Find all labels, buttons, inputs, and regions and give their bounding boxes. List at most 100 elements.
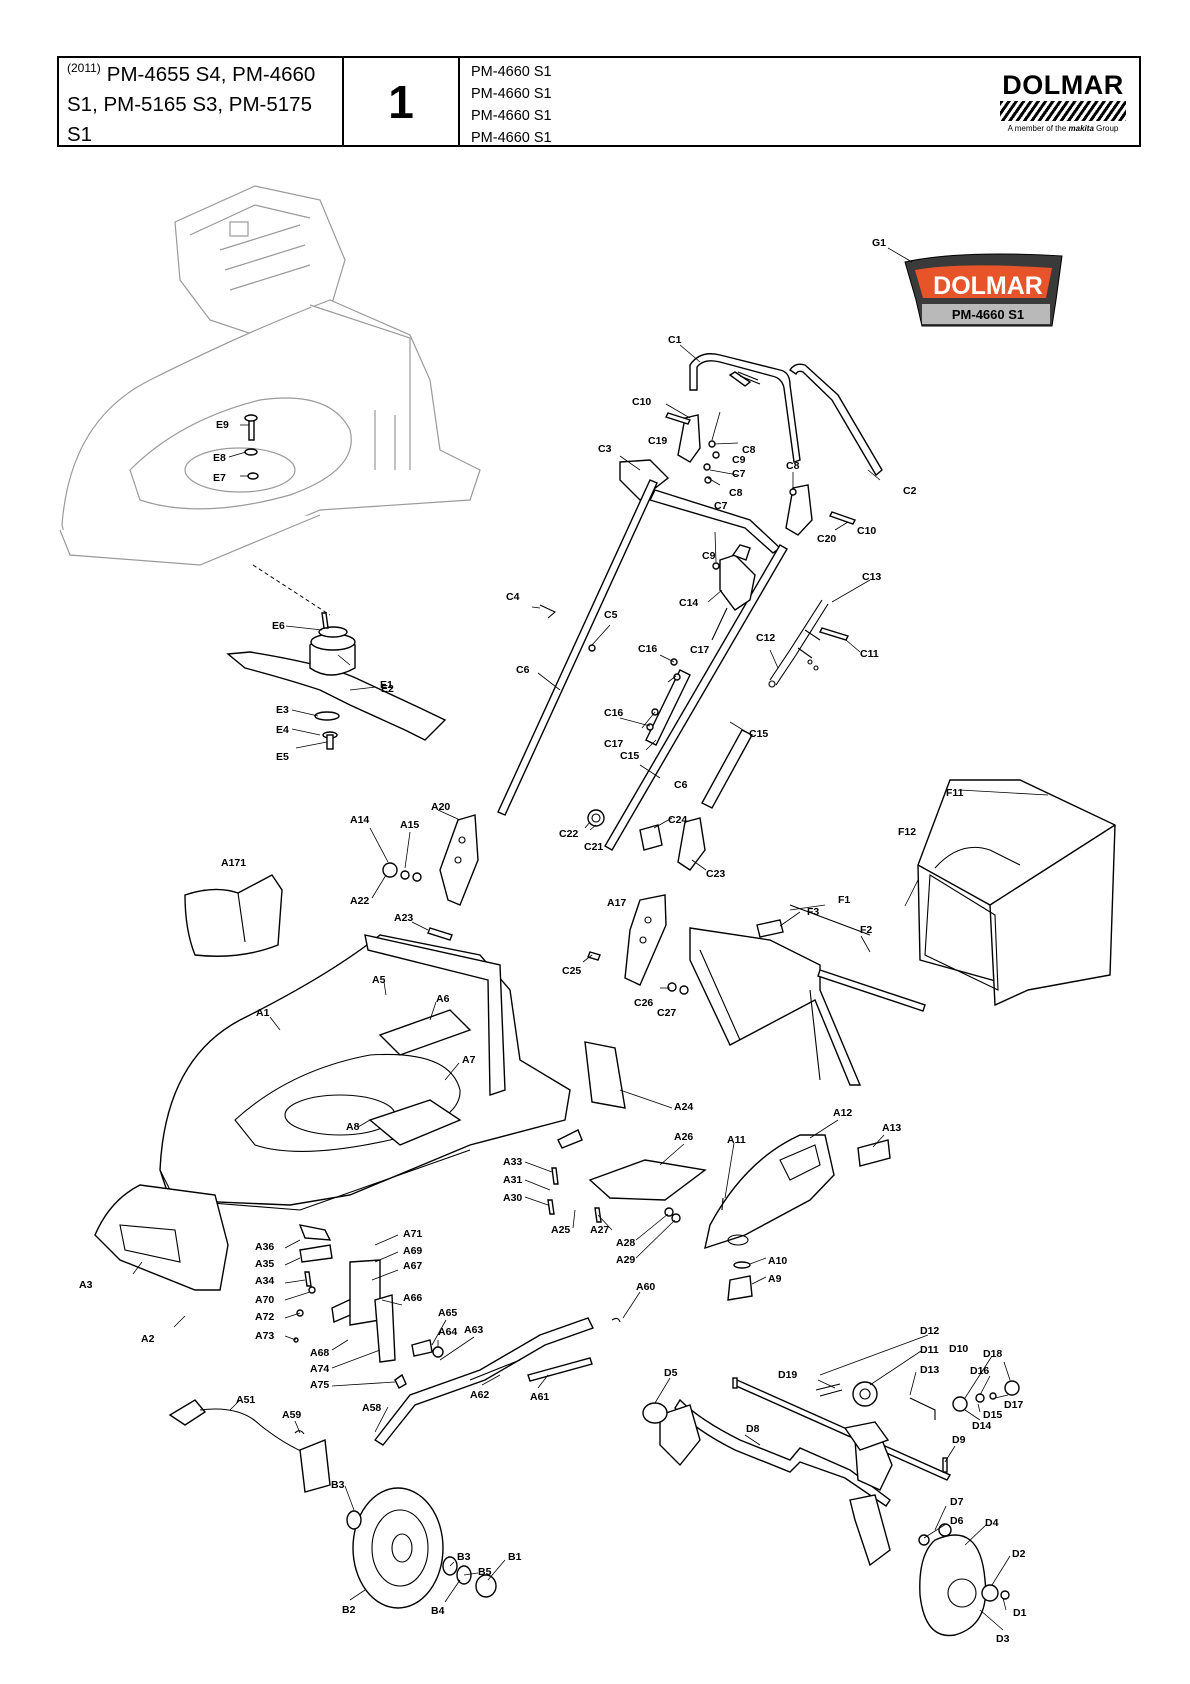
label-C3: C3 (598, 443, 612, 455)
label-E6: E6 (272, 620, 285, 632)
label-A9: A9 (768, 1273, 782, 1285)
label-A70: A70 (255, 1294, 274, 1306)
label-D14: D14 (972, 1420, 991, 1432)
deck-ghost (59, 299, 481, 566)
label-A7: A7 (462, 1054, 476, 1066)
clip-f3 (756, 919, 784, 938)
label-C7: C7 (732, 468, 746, 480)
label-C7b: C7 (714, 500, 728, 512)
handle-tubes (497, 479, 788, 851)
label-C16: C16 (638, 643, 657, 655)
cover-a171 (184, 874, 283, 957)
label-A72: A72 (255, 1311, 274, 1323)
label-C21: C21 (584, 841, 603, 853)
label-C10b: C10 (857, 525, 876, 537)
blade-assembly (226, 612, 447, 750)
brand-logo: DOLMAR A member of the makita Group (993, 58, 1139, 145)
label-C1: C1 (668, 334, 682, 346)
label-A24: A24 (674, 1101, 693, 1113)
label-C6: C6 (516, 664, 530, 676)
label-C26: C26 (634, 997, 653, 1009)
label-C10: C10 (632, 396, 651, 408)
label-A31: A31 (503, 1174, 522, 1186)
label-A10: A10 (768, 1255, 787, 1267)
variant-item: PM-4660 S1 (471, 108, 552, 124)
label-E8: E8 (213, 452, 226, 464)
label-D8: D8 (746, 1423, 760, 1435)
label-A25: A25 (551, 1224, 570, 1236)
label-A58: A58 (362, 1402, 381, 1414)
label-D18: D18 (983, 1348, 1002, 1360)
brand-stripes-icon (1000, 100, 1126, 121)
label-G1: G1 (872, 237, 886, 249)
label-E1: E1 (380, 679, 393, 691)
year-label: (2011) (67, 61, 101, 75)
label-A22: A22 (350, 895, 369, 907)
label-A75: A75 (310, 1379, 329, 1391)
label-A60: A60 (636, 1281, 655, 1293)
models-text: (2011)PM-4655 S4, PM-4660 S1, PM-5165 S3… (67, 53, 342, 150)
label-C2: C2 (903, 485, 917, 497)
label-D9: D9 (952, 1434, 966, 1446)
label-B3: B3 (331, 1479, 345, 1491)
label-C22: C22 (559, 828, 578, 840)
label-A66: A66 (403, 1292, 422, 1304)
label-A6: A6 (436, 993, 450, 1005)
variant-list: PM-4660 S1 PM-4660 S1 PM-4660 S1 PM-4660… (460, 58, 993, 146)
variant-item: PM-4660 S1 (471, 86, 552, 102)
label-A63: A63 (464, 1324, 483, 1336)
clamps (677, 414, 813, 536)
label-E5: E5 (276, 751, 289, 763)
label-B5: B5 (478, 1566, 492, 1578)
label-A51: A51 (236, 1394, 255, 1406)
label-A33: A33 (503, 1156, 522, 1168)
label-D4: D4 (985, 1517, 999, 1529)
label-E3: E3 (276, 704, 289, 716)
label-B3b: B3 (457, 1551, 471, 1563)
brand-tagline: A member of the makita Group (1007, 123, 1119, 133)
models-cell: (2011)PM-4655 S4, PM-4660 S1, PM-5165 S3… (59, 58, 344, 146)
handle-fasteners (539, 412, 856, 731)
label-C24: C24 (668, 814, 687, 826)
label-C13: C13 (862, 571, 881, 583)
height-bar-a62 (373, 1317, 621, 1446)
label-C8: C8 (742, 444, 756, 456)
label-C17: C17 (690, 644, 709, 656)
bracket-a20 (439, 814, 479, 906)
bracket-a17 (624, 894, 667, 986)
rear-guard-a12 (704, 1134, 835, 1250)
label-D15: D15 (983, 1409, 1002, 1421)
label-A29: A29 (616, 1254, 635, 1266)
label-A12: A12 (833, 1107, 852, 1119)
label-A17: A17 (607, 897, 626, 909)
label-A3: A3 (79, 1279, 93, 1291)
label-D13: D13 (920, 1364, 939, 1376)
label-A35: A35 (255, 1258, 274, 1270)
label-C8b: C8 (729, 487, 743, 499)
label-D19: D19 (778, 1369, 797, 1381)
label-B2: B2 (342, 1604, 356, 1616)
variant-item: PM-4660 S1 (471, 64, 552, 80)
label-A14: A14 (350, 814, 369, 826)
label-E4: E4 (276, 724, 289, 736)
variant-item: PM-4660 S1 (471, 130, 552, 146)
label-A27: A27 (590, 1224, 609, 1236)
models-line-1: PM-4655 S4, PM-4660 (106, 63, 316, 86)
label-C4: C4 (506, 591, 520, 603)
cables (768, 599, 829, 688)
label-A11: A11 (727, 1134, 746, 1146)
label-C6b: C6 (674, 779, 688, 791)
label-C11: C11 (860, 648, 879, 660)
label-C9: C9 (732, 454, 746, 466)
label-B4: B4 (431, 1605, 445, 1617)
label-D3: D3 (996, 1633, 1010, 1645)
label-C9b: C9 (702, 550, 716, 562)
label-A15: A15 (400, 819, 419, 831)
label-C19: C19 (648, 435, 667, 447)
label-E2: E2 (381, 683, 394, 695)
label-A69: A69 (403, 1245, 422, 1257)
label-C12: C12 (756, 632, 775, 644)
height-adjust-assembly (293, 1224, 444, 1389)
label-A23: A23 (394, 912, 413, 924)
plates (584, 1041, 707, 1201)
